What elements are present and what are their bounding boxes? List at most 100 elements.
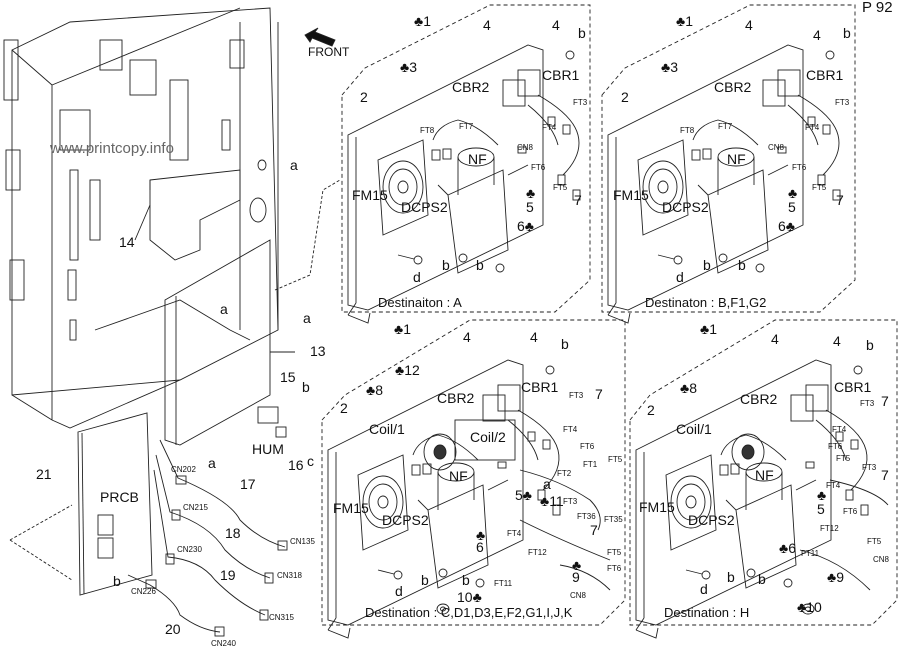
terminal-label: FT6 xyxy=(607,564,622,573)
callout: ♣9 xyxy=(827,569,844,585)
callout: 10♣ xyxy=(457,589,482,605)
connector-label: CN240 xyxy=(211,639,236,648)
terminal-label: FT3 xyxy=(860,399,875,408)
screw-c-label: c xyxy=(307,453,314,469)
callout: 7 xyxy=(836,192,844,208)
component-label: DCPS2 xyxy=(382,512,429,528)
callout: ♣1 xyxy=(700,321,717,337)
callout-21: 21 xyxy=(36,466,52,482)
terminal-label: FT5 xyxy=(812,183,827,192)
callout: 2 xyxy=(647,402,655,418)
component-label: NF xyxy=(468,151,487,167)
callout: 7 xyxy=(595,386,603,402)
callout-17: 17 xyxy=(240,476,256,492)
screw-b-label: b xyxy=(703,257,711,273)
screw-b-label: b xyxy=(302,379,310,395)
screw-a-label: a xyxy=(220,301,228,317)
terminal-label: FT6 xyxy=(580,442,595,451)
connector-label: CN315 xyxy=(269,613,294,622)
terminal-label: FT4 xyxy=(507,529,522,538)
component-label: FM15 xyxy=(352,187,388,203)
screw-b-label: b xyxy=(727,569,735,585)
callout: 4 xyxy=(833,333,841,349)
callout: 6♣ xyxy=(517,218,534,234)
component-label: Coil/2 xyxy=(470,429,506,445)
terminal-label: FT11 xyxy=(494,579,513,588)
connector-label: CN135 xyxy=(290,537,315,546)
callout: ♣8 xyxy=(680,380,697,396)
screw-a-label: a xyxy=(543,476,551,492)
terminal-label: FT5 xyxy=(608,455,623,464)
terminal-label: FT3 xyxy=(862,463,877,472)
terminal-label: FT3 xyxy=(835,98,850,107)
terminal-label: FT2 xyxy=(557,469,572,478)
callout: ♣ xyxy=(572,557,582,573)
screw-b-label: b xyxy=(758,571,766,587)
screw-a-label: a xyxy=(208,455,216,471)
screw-b-label: b xyxy=(421,572,429,588)
terminal-label: CN8 xyxy=(570,591,587,600)
terminal-label: FT6 xyxy=(843,507,858,516)
callout: ♣12 xyxy=(395,362,420,378)
terminal-label: FT6 xyxy=(531,163,546,172)
terminal-label: FT12 xyxy=(820,524,839,533)
terminal-label: FT8 xyxy=(680,126,695,135)
panel-a-frame xyxy=(341,4,591,313)
terminal-label: FT11 xyxy=(801,549,820,558)
callout: 5 xyxy=(526,199,534,215)
front-label: FRONT xyxy=(308,45,350,59)
prcb-board-drawing xyxy=(77,412,153,596)
terminal-label: FT5 xyxy=(836,454,851,463)
callout-14: 14 xyxy=(119,234,135,250)
terminal-label: FT4 xyxy=(805,123,820,132)
terminal-label: FT5 xyxy=(553,183,568,192)
callout: ♣6 xyxy=(779,540,796,556)
terminal-label: CN8 xyxy=(517,143,534,152)
callout: ♣3 xyxy=(400,59,417,75)
callout-16: 16 xyxy=(288,457,304,473)
callout: 9 xyxy=(572,569,580,585)
callout: 4 xyxy=(483,17,491,33)
callout-19: 19 xyxy=(220,567,236,583)
terminal-label: FT3 xyxy=(569,391,584,400)
screw-d-label: d xyxy=(395,583,403,599)
component-label: FM15 xyxy=(613,187,649,203)
component-label: CBR1 xyxy=(542,67,580,83)
terminal-label: FT4 xyxy=(826,481,841,490)
callout: ♣ xyxy=(476,527,486,543)
component-label: DCPS2 xyxy=(688,512,735,528)
screw-b-label: b xyxy=(113,573,121,589)
callout: 7 xyxy=(881,467,889,483)
callout: 2 xyxy=(340,400,348,416)
callout-20: 20 xyxy=(165,621,181,637)
callout: 4 xyxy=(463,329,471,345)
screw-b-label: b xyxy=(462,572,470,588)
callout: ♣ xyxy=(788,185,798,201)
component-label: Coil/1 xyxy=(369,421,405,437)
screw-a-label: a xyxy=(303,310,311,326)
callout: ♣1 xyxy=(414,13,431,29)
mounting-plate-13-drawing xyxy=(164,239,271,446)
screw-b-label: b xyxy=(561,336,569,352)
callout: ♣3 xyxy=(661,59,678,75)
terminal-label: FT7 xyxy=(459,122,474,131)
connector-label: CN202 xyxy=(171,465,196,474)
watermark: www.printcopy.info xyxy=(50,140,174,157)
callout: 6 xyxy=(476,539,484,555)
component-label: CBR2 xyxy=(437,390,475,406)
panel-title: Destination : C,D1,D3,E,F2,G1,I,J,K xyxy=(365,605,573,620)
component-label: CBR2 xyxy=(452,79,490,95)
component-label: CBR1 xyxy=(521,379,559,395)
screw-b-label: b xyxy=(442,257,450,273)
callout-15: 15 xyxy=(280,369,296,385)
terminal-label: CN8 xyxy=(873,555,890,564)
callout: 2 xyxy=(360,89,368,105)
connector-label: CN318 xyxy=(277,571,302,580)
component-label: CBR2 xyxy=(714,79,752,95)
terminal-label: FT6 xyxy=(792,163,807,172)
hum-label: HUM xyxy=(252,441,284,457)
terminal-label: FT4 xyxy=(563,425,578,434)
callout: ♣11 xyxy=(540,493,564,509)
bracket-14-drawing xyxy=(149,169,241,261)
